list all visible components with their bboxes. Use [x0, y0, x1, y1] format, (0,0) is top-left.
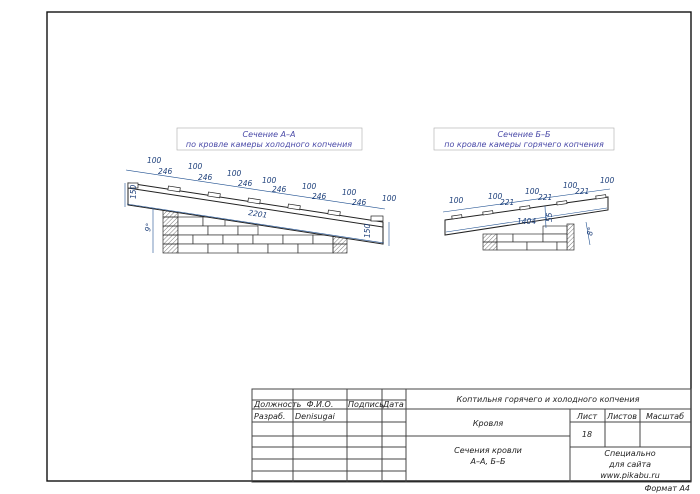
org-line2: для сайта [608, 460, 651, 469]
section-bb-subtitle: по кровле камеры горячего копчения [444, 140, 604, 149]
dim-bb-0: 100 [449, 196, 464, 205]
sheet-label: Лист [576, 412, 598, 421]
roof-slab-bb [444, 196, 609, 236]
dim-aa-11: 246 [352, 198, 367, 207]
dim-aa-0: 100 [147, 156, 162, 165]
battens-aa [127, 182, 384, 222]
dim-aa-7: 246 [272, 185, 287, 194]
dim-aa-2: 100 [188, 162, 203, 171]
col-signature-header: Подпись [348, 400, 384, 409]
part-name: Кровля [473, 419, 503, 428]
dim-aa-6: 100 [262, 176, 277, 185]
col-name-header: Ф.И.О. [307, 400, 334, 409]
section-bb-title: Сечение Б–Б [497, 130, 551, 139]
dim-aa-3: 246 [198, 173, 213, 182]
role-developer: Разраб. [254, 412, 285, 421]
dim-bb-thickness: 55 [545, 212, 554, 222]
org-line1: Специально [604, 449, 655, 458]
section-aa: Сечение А–А по кровле камеры холодного к… [124, 127, 397, 254]
sheet-number: 18 [582, 430, 592, 439]
col-position-header: Должность [253, 400, 302, 409]
dim-aa-4: 100 [227, 169, 242, 178]
project-title: Коптильня горячего и холодного копчения [457, 395, 640, 404]
dim-aa-5: 246 [238, 179, 253, 188]
dim-aa-12: 100 [382, 194, 397, 203]
scale-label: Масштаб [646, 412, 684, 421]
dim-bb-3: 100 [525, 187, 540, 196]
dim-bb-4: 221 [538, 193, 552, 202]
section-aa-caption-box [176, 127, 363, 151]
brick-wall-bb [482, 223, 575, 251]
brick-wall-aa [162, 207, 348, 254]
title-block: Коптильня горячего и холодного копчения … [251, 388, 692, 483]
sheets-label: Листов [606, 412, 637, 421]
dim-aa-8: 100 [302, 182, 317, 191]
section-bb: Сечение Б–Б по кровле камеры горячего ко… [433, 127, 615, 251]
dimension-line-bb [442, 188, 611, 213]
dim-bb-length: 1404 [517, 217, 536, 226]
section-aa-subtitle: по кровле камеры холодного копчения [186, 140, 352, 149]
dim-bb-5: 100 [563, 181, 578, 190]
dim-aa-1: 246 [158, 167, 173, 176]
drawing-title-line1: Сечения кровли [454, 446, 522, 455]
dim-bb-2: 221 [500, 198, 514, 207]
dim-bb-angle: 8° [585, 226, 595, 236]
dim-bb-7: 100 [600, 176, 615, 185]
dim-aa-10: 100 [342, 188, 357, 197]
dim-aa-thickness-left: 150 [129, 184, 138, 199]
dim-aa-9: 246 [312, 192, 327, 201]
drawing-title-line2: А–А, Б–Б [469, 457, 506, 466]
paper-format: Формат А4 [644, 484, 690, 493]
org-line3: www.pikabu.ru [600, 471, 660, 480]
dim-aa-angle: 9° [143, 222, 153, 232]
section-aa-title: Сечение А–А [243, 130, 296, 139]
dim-bb-1: 100 [488, 192, 503, 201]
sheet-frame [46, 11, 692, 482]
author-name: Denisugai [295, 412, 336, 421]
dimension-line-aa [125, 169, 386, 210]
col-date-header: Дата [382, 400, 404, 409]
section-bb-caption-box [433, 127, 615, 151]
dim-bb-6: 221 [575, 187, 589, 196]
dim-aa-thickness-right: 150 [363, 223, 372, 238]
dim-aa-length: 2201 [248, 208, 268, 220]
battens-bb [451, 194, 607, 220]
